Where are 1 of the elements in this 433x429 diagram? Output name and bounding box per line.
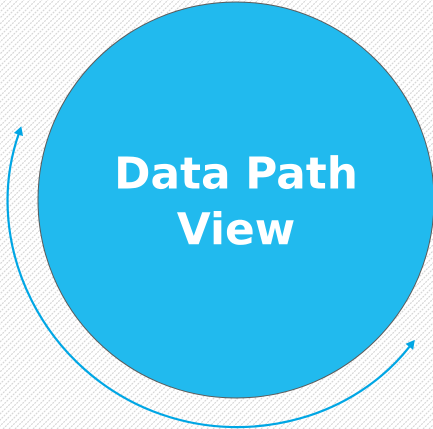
circle-node: Data Path View bbox=[38, 2, 433, 398]
